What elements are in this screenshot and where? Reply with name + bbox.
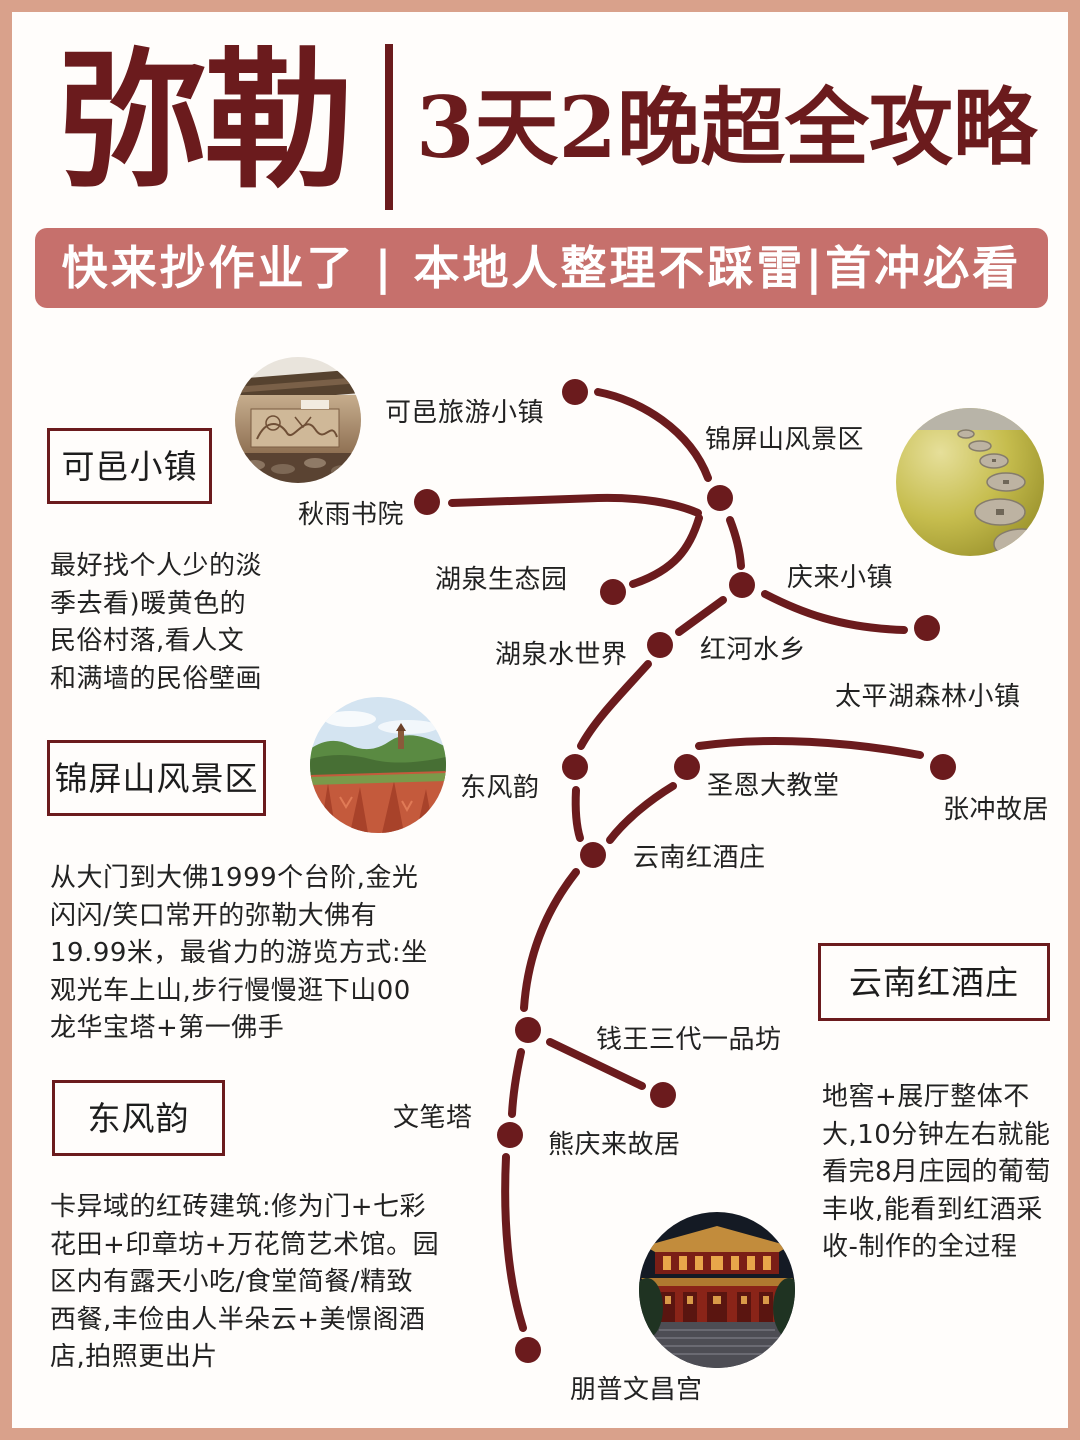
section-heading-text: 云南红酒庄 <box>849 962 1019 1002</box>
route-line-qianwang-xiongqinglai <box>546 1038 646 1090</box>
route-dot-zhangchong <box>930 754 956 780</box>
route-dot-dongfengyun <box>562 754 588 780</box>
stop-wenbi-pagoda: 文笔塔 <box>393 1103 473 1133</box>
stop-pengpu-wenchang-palace: 朋普文昌宫 <box>570 1375 703 1405</box>
route-dot-qianwang <box>515 1017 541 1043</box>
route-line-wenbi-pengpu <box>501 1153 527 1332</box>
stop-taiping-lake-forest-town: 太平湖森林小镇 <box>835 682 1021 712</box>
section-heading-yunnan-winery: 云南红酒庄 <box>818 943 1050 1021</box>
route-dot-wenbi <box>497 1122 523 1148</box>
route-dot-taipinghu <box>914 615 940 641</box>
desc-line: 龙华宝塔+第一佛手 <box>50 1013 285 1043</box>
desc-line: 最好找个人少的淡 <box>50 551 263 581</box>
stop-dongfengyun: 东风韵 <box>460 773 540 803</box>
desc-line: 民俗村落,看人文 <box>50 626 245 656</box>
section-heading-text: 锦屏山风景区 <box>54 758 259 798</box>
section-heading-text: 可邑小镇 <box>61 446 198 486</box>
route-dot-huquan-eco <box>600 579 626 605</box>
title-divider <box>385 44 393 210</box>
route-dot-qinglai <box>729 572 755 598</box>
route-line-qianwang-wenbi <box>508 1048 525 1118</box>
jinpingshan-landscape-photo <box>310 697 446 833</box>
tagline-banner: 快来抄作业了 | 本地人整理不踩雷|首冲必看 <box>35 228 1048 308</box>
route-dot-pengpu <box>515 1337 541 1363</box>
desc-line: 卡异域的红砖建筑:修为门+七彩 <box>50 1192 427 1222</box>
desc-line: 和满墙的民俗壁画 <box>50 663 263 694</box>
stop-huquan-eco-park: 湖泉生态园 <box>435 565 568 595</box>
route-dot-winery <box>580 842 606 868</box>
route-line-keyi-jinpingshan <box>594 388 712 482</box>
route-dot-jinpingshan <box>707 485 733 511</box>
title-subtitle: 3天2晚超全攻略 <box>416 78 1037 177</box>
section-heading-keyi: 可邑小镇 <box>47 428 212 504</box>
route-dot-water-world <box>647 632 673 658</box>
desc-line: 店,拍照更出片 <box>50 1342 218 1372</box>
desc-line: 区内有露天小吃/食堂简餐/精致 <box>50 1267 414 1297</box>
pengpu-wenchang-palace-photo <box>639 1212 795 1368</box>
route-line-huquan-eco-jinpingshan <box>629 514 703 588</box>
stop-zhang-chong-former-residence: 张冲故居 <box>943 795 1050 825</box>
section-heading-text: 东风韵 <box>87 1098 190 1138</box>
coin-stepping-stones-photo <box>896 408 1044 556</box>
stop-keyi-tourist-town: 可邑旅游小镇 <box>385 398 545 428</box>
section-desc-yunnan-winery: 地窖+展厅整体不 大,10分钟左右就能 看完8月庄园的葡萄 丰收,能看到红酒采 … <box>822 1079 1051 1267</box>
route-line-qiuyu-jinpingshan <box>448 493 702 517</box>
tagline-text: 快来抄作业了 | 本地人整理不踩雷|首冲必看 <box>61 241 1022 295</box>
route-line-winery-qianwang <box>520 868 580 1012</box>
desc-line: 丰收,能看到红酒采 <box>822 1194 1043 1225</box>
route-dot-xiongqinglai <box>650 1082 676 1108</box>
section-desc-dongfengyun: 卡异域的红砖建筑:修为门+七彩 花田+印章坊+万花筒艺术馆。园 区内有露天小吃/… <box>50 1189 439 1377</box>
route-line-qinglai-water-world <box>675 596 727 636</box>
section-heading-jinpingshan: 锦屏山风景区 <box>47 740 266 816</box>
route-line-dongfengyun-winery <box>571 786 584 842</box>
desc-line: 看完8月庄园的葡萄 <box>822 1157 1052 1187</box>
stop-qianwang-pinfang: 钱王三代一品坊 <box>596 1025 782 1055</box>
section-desc-jinpingshan: 从大门到大佛1999个台阶,金光 闪闪/笑口常开的弥勒大佛有 19.99米，最省… <box>50 860 428 1048</box>
desc-line: 从大门到大佛1999个台阶,金光 <box>50 863 419 893</box>
desc-line: 观光车上山,步行慢慢逛下山00 <box>50 975 411 1006</box>
route-line-cathedral-zhangchong <box>695 737 924 759</box>
keyi-town-photo <box>235 357 361 483</box>
desc-line: 季去看)暖黄色的 <box>50 588 247 619</box>
section-heading-dongfengyun: 东风韵 <box>52 1080 225 1156</box>
title-city: 弥勒 <box>58 33 354 209</box>
stop-honghe-water-town: 红河水乡 <box>700 635 807 665</box>
route-line-cathedral-winery <box>606 782 677 844</box>
stop-qinglai-town: 庆来小镇 <box>787 563 894 593</box>
route-dot-qiuyu <box>414 489 440 515</box>
desc-line: 收-制作的全过程 <box>822 1232 1018 1262</box>
desc-line: 大,10分钟左右就能 <box>822 1119 1051 1150</box>
route-line-water-world-dongfengyun <box>577 660 652 750</box>
stop-xiong-qinglai-former-residence: 熊庆来故居 <box>548 1130 681 1160</box>
desc-line: 闪闪/笑口常开的弥勒大佛有 <box>50 900 378 931</box>
stop-qiuyu-academy: 秋雨书院 <box>298 500 405 530</box>
route-dot-keyi <box>562 379 588 405</box>
route-dot-cathedral <box>674 754 700 780</box>
stop-huquan-water-world: 湖泉水世界 <box>495 640 628 670</box>
desc-line: 西餐,丰俭由人半朵云+美憬阁酒 <box>50 1304 426 1335</box>
route-line-jinpingshan-qinglai <box>726 516 745 570</box>
desc-line: 19.99米，最省力的游览方式:坐 <box>50 938 428 968</box>
route-line-qinglai-taipinghu <box>761 590 908 634</box>
desc-line: 花田+印章坊+万花筒艺术馆。园 <box>50 1229 440 1260</box>
section-desc-keyi: 最好找个人少的淡 季去看)暖黄色的 民俗村落,看人文 和满墙的民俗壁画 <box>50 548 262 698</box>
stop-shengen-cathedral: 圣恩大教堂 <box>707 771 840 801</box>
desc-line: 地窖+展厅整体不 <box>822 1082 1030 1112</box>
stop-jinpingshan-scenic-area: 锦屏山风景区 <box>705 425 865 455</box>
stop-yunnan-red-winery: 云南红酒庄 <box>633 843 766 873</box>
